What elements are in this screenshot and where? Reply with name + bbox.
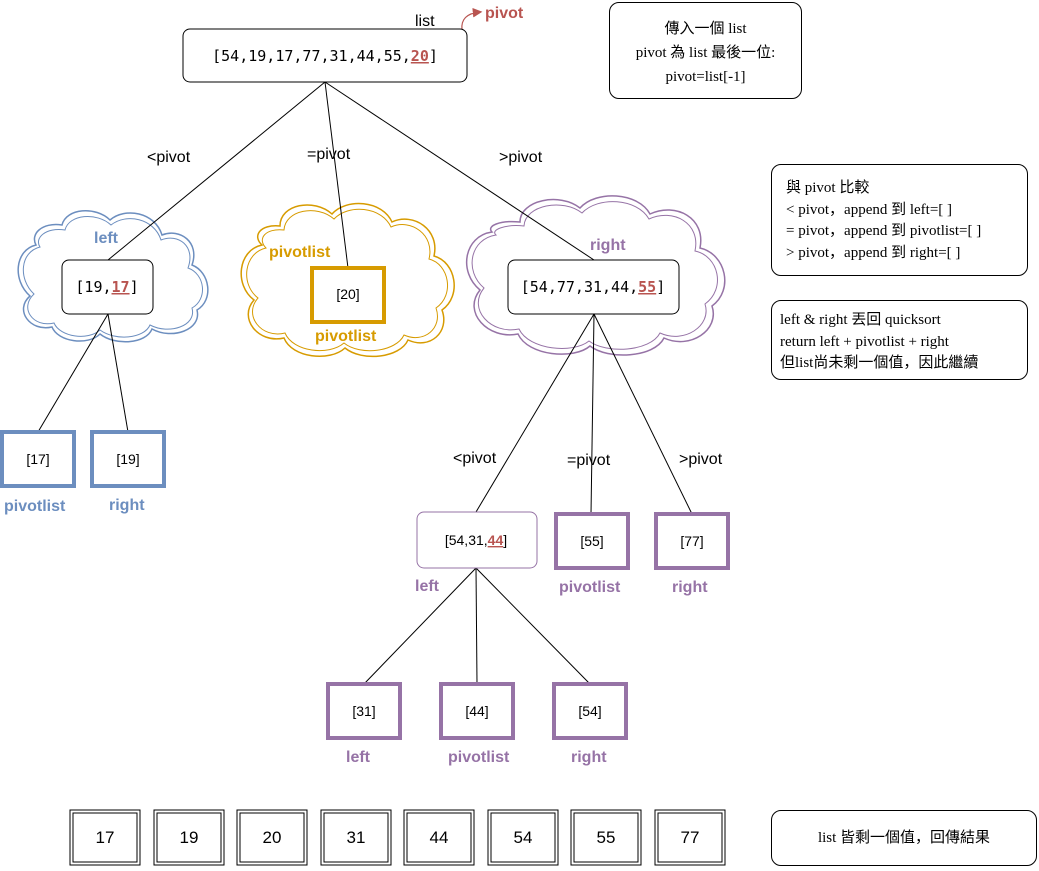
- right-sub-right-text: [77]: [680, 533, 703, 549]
- middle-pivot-box: [310, 266, 386, 324]
- compare-note-line: 與 pivot 比較: [786, 180, 870, 196]
- tree-edges: [37, 81, 693, 685]
- result-cell: 44: [430, 828, 449, 847]
- done-note-text: list 皆剩一個值，回傳結果: [817, 830, 991, 846]
- leaf-left-text: [31]: [352, 703, 375, 719]
- left-list-box: [61, 259, 154, 315]
- pivot-tag: pivot: [485, 5, 524, 22]
- right-list-box: [507, 259, 680, 315]
- intro-note: 傳入一個 list pivot 為 list 最後一位: pivot=list[…: [609, 2, 802, 99]
- right-sub-left-box: [416, 511, 538, 569]
- right-sub-pivotlist-caption: pivotlist: [559, 579, 621, 596]
- compare-note-line: = pivot，append 到 pivotlist=[ ]: [786, 223, 982, 239]
- result-cell: 77: [681, 828, 700, 847]
- leaf-left-caption: left: [346, 749, 371, 766]
- right-sub-pivotlist-text: [55]: [580, 533, 603, 549]
- edge-left-pivotlist: [37, 313, 109, 433]
- result-cell: 55: [597, 828, 616, 847]
- right-sub-pivotlist-box: [554, 512, 630, 570]
- left-sub-right-box: [90, 430, 166, 488]
- root-list-text: [54,19,17,77,31,44,55,20]: [212, 47, 438, 65]
- branch-eq-label: =pivot: [307, 146, 351, 163]
- edge-right-right: [593, 313, 693, 515]
- result-cell: 17: [96, 828, 115, 847]
- sub-branch-lt-label: <pivot: [453, 450, 497, 467]
- root-pivot-value: 20: [411, 47, 429, 65]
- right-sub-right-box: [654, 512, 730, 570]
- done-note: list 皆剩一個值，回傳結果: [771, 810, 1037, 866]
- left-sub-right-text: [19]: [116, 451, 139, 467]
- recurse-note-line: left & right 丟回 quicksort: [780, 312, 941, 328]
- left-sub-right-caption: right: [109, 497, 145, 514]
- recurse-note-line: return left + pivotlist + right: [780, 333, 949, 350]
- compare-note-line: < pivot，append 到 left=[ ]: [786, 201, 953, 218]
- result-cell: 54: [514, 828, 533, 847]
- leaf-pivotlist-caption: pivotlist: [448, 749, 510, 766]
- leaf-left-box: [326, 682, 402, 740]
- edge-sub-left: [363, 567, 477, 685]
- middle-caption: pivotlist: [315, 328, 377, 345]
- branch-lt-label: <pivot: [147, 149, 191, 166]
- right-sub-left-caption: left: [415, 578, 440, 595]
- right-pivot-value: 55: [638, 278, 656, 296]
- recurse-note-line: 但list尚未剩一個值，因此繼續: [780, 355, 979, 371]
- left-sub-pivotlist-caption: pivotlist: [4, 498, 66, 515]
- left-sub-pivotlist-text: [17]: [26, 451, 49, 467]
- leaf-right-caption: right: [571, 749, 607, 766]
- result-row: 17 19 20 31 44 54 55 77: [69, 809, 726, 866]
- edge-root-left: [107, 81, 326, 261]
- compare-note-line: > pivot，append 到 right=[ ]: [786, 244, 961, 261]
- edge-root-right: [324, 81, 595, 261]
- right-sub-left-pivot: 44: [488, 532, 504, 548]
- result-cell: 19: [180, 828, 199, 847]
- edge-right-middle: [590, 313, 595, 515]
- middle-pivot-text: [20]: [336, 286, 359, 302]
- edge-sub-middle: [475, 567, 478, 685]
- compare-note: 與 pivot 比較 < pivot，append 到 left=[ ] = p…: [771, 164, 1028, 276]
- sub-branch-gt-label: >pivot: [679, 451, 723, 468]
- leaf-right-box: [552, 682, 628, 740]
- branch-gt-label: >pivot: [499, 149, 543, 166]
- root-list-box: [182, 28, 468, 83]
- leaf-right-text: [54]: [578, 703, 601, 719]
- left-sub-pivotlist-box: [0, 430, 76, 488]
- leaf-pivotlist-text: [44]: [465, 703, 488, 719]
- result-cell: 31: [347, 828, 366, 847]
- left-list-text: [19,17]: [75, 278, 138, 296]
- edge-right-left: [475, 313, 595, 513]
- edge-sub-right: [475, 567, 591, 685]
- right-list-text: [54,77,31,44,55]: [521, 278, 666, 296]
- right-sub-left-text: [54,31,44]: [445, 532, 507, 548]
- intro-note-line: pivot=list[-1]: [665, 69, 746, 85]
- result-cell: 20: [263, 828, 282, 847]
- intro-note-line: 傳入一個 list: [664, 21, 747, 37]
- right-cloud-title: right: [590, 237, 626, 254]
- right-sub-right-caption: right: [672, 579, 708, 596]
- middle-cloud-title: pivotlist: [269, 244, 331, 261]
- root-label: list: [415, 13, 435, 30]
- sub-branch-eq-label: =pivot: [567, 452, 611, 469]
- edge-left-right: [107, 313, 129, 433]
- leaf-pivotlist-box: [439, 682, 515, 740]
- left-pivot-value: 17: [112, 278, 130, 296]
- edge-root-middle: [324, 81, 349, 269]
- left-cloud-title: left: [94, 230, 119, 247]
- recurse-note: left & right 丟回 quicksort return left + …: [771, 300, 1028, 380]
- intro-note-line: pivot 為 list 最後一位:: [635, 45, 776, 61]
